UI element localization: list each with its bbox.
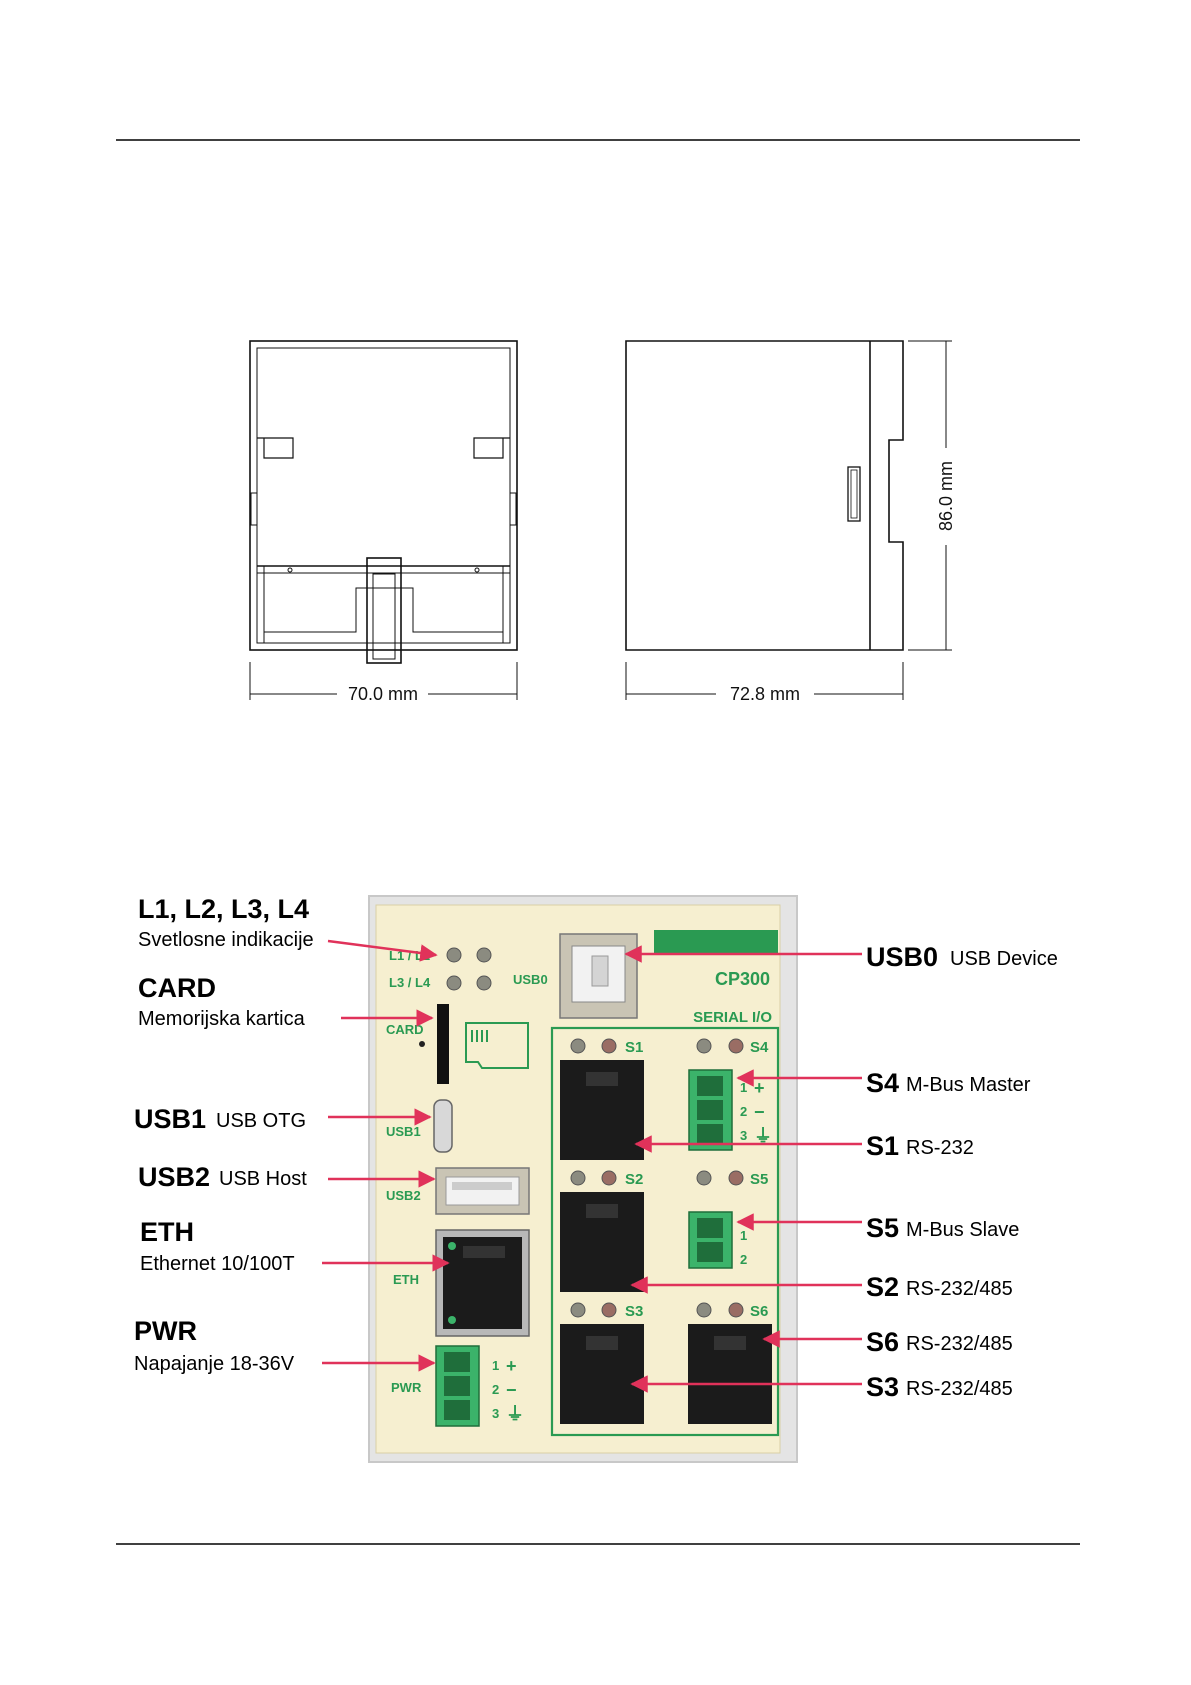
callout-leds-desc: Svetlosne indikacije — [138, 929, 314, 951]
callout-usb1-title: USB1 — [134, 1104, 206, 1134]
height-dimension — [908, 340, 952, 651]
s4-minus: − — [754, 1102, 765, 1122]
s1-led-a — [570, 1038, 586, 1054]
pwr-minus: − — [506, 1380, 517, 1400]
callout-card-desc: Memorijska kartica — [138, 1008, 306, 1030]
card-label: CARD — [386, 1022, 424, 1037]
callout-s3: S3 RS-232/485 — [630, 1372, 1013, 1402]
callout-usb2-desc: USB Host — [219, 1168, 307, 1190]
callout-usb2-title: USB2 — [138, 1162, 210, 1192]
front-width-label: 70.0 mm — [348, 684, 418, 704]
led-l3 — [446, 975, 462, 991]
callout-s3-desc: RS-232/485 — [906, 1378, 1013, 1400]
callout-usb2: USB2 USB Host — [138, 1162, 436, 1192]
s4-led-b — [728, 1038, 744, 1054]
front-width-dimension — [249, 662, 518, 700]
serial-io-label: SERIAL I/O — [693, 1009, 772, 1026]
callout-s6-desc: RS-232/485 — [906, 1333, 1013, 1355]
callout-pwr-title: PWR — [134, 1316, 197, 1346]
s6-led-b — [728, 1302, 744, 1318]
led-row2-label: L3 / L4 — [389, 975, 431, 990]
callout-leds: L1, L2, L3, L4 Svetlosne indikacije — [138, 894, 438, 962]
pwr-ground: ⏚ — [506, 1404, 524, 1424]
side-view-drawing — [625, 340, 904, 651]
s3-led-a — [570, 1302, 586, 1318]
side-width-dimension — [625, 662, 904, 700]
pwr-plus: + — [506, 1356, 517, 1376]
serial-io-frame — [550, 1026, 780, 1437]
s2-led-b — [601, 1170, 617, 1186]
s3-label: S3 — [625, 1303, 643, 1320]
s4-led-a — [696, 1038, 712, 1054]
side-width-label: 72.8 mm — [730, 684, 800, 704]
s1-led-b — [601, 1038, 617, 1054]
sd-card-icon — [465, 1022, 529, 1069]
callout-s4-desc: M-Bus Master — [906, 1074, 1031, 1096]
s4-pin1: 1 — [740, 1080, 747, 1095]
callout-s4-title: S4 — [866, 1068, 899, 1098]
callout-s6-title: S6 — [866, 1327, 899, 1357]
callout-eth-title: ETH — [140, 1217, 194, 1247]
callout-card-title: CARD — [138, 973, 216, 1003]
usb1-label: USB1 — [386, 1124, 421, 1139]
callout-eth-desc: Ethernet 10/100T — [140, 1253, 295, 1275]
callout-s1-desc: RS-232 — [906, 1137, 974, 1159]
s5-led-b — [728, 1170, 744, 1186]
callout-s4: S4 M-Bus Master — [736, 1068, 1031, 1098]
usb0-label: USB0 — [513, 972, 548, 987]
callout-s3-title: S3 — [866, 1372, 899, 1402]
s2-label: S2 — [625, 1171, 643, 1188]
device-cp300: CP300 SERIAL I/O L1 / L2 L3 / L4 USB0 CA… — [368, 895, 798, 1463]
callout-s6: S6 RS-232/485 — [762, 1327, 1013, 1357]
s4-plus: + — [754, 1078, 765, 1098]
eth-label: ETH — [393, 1272, 419, 1287]
s6-led-a — [696, 1302, 712, 1318]
callout-eth: ETH Ethernet 10/100T — [140, 1217, 450, 1275]
led-l2 — [476, 947, 492, 963]
s5-pin1: 1 — [740, 1228, 747, 1243]
s4-ground: ⏚ — [754, 1126, 772, 1146]
callout-s1-title: S1 — [866, 1131, 899, 1161]
s2-led-a — [570, 1170, 586, 1186]
callout-s2: S2 RS-232/485 — [630, 1272, 1013, 1302]
height-label: 86.0 mm — [936, 461, 956, 531]
s5-pin2: 2 — [740, 1252, 747, 1267]
callout-s1: S1 RS-232 — [634, 1131, 974, 1161]
callout-s2-title: S2 — [866, 1272, 899, 1302]
brand-bar — [654, 930, 778, 954]
callout-usb0-desc: USB Device — [950, 948, 1058, 970]
s4-pin3: 3 — [740, 1128, 747, 1143]
callout-s5-desc: M-Bus Slave — [906, 1219, 1019, 1241]
s1-label: S1 — [625, 1039, 643, 1056]
pwr-pin2: 2 — [492, 1382, 499, 1397]
callout-s5: S5 M-Bus Slave — [736, 1213, 1019, 1243]
led-l1 — [446, 947, 462, 963]
led-l4 — [476, 975, 492, 991]
usb1-port — [433, 1099, 453, 1153]
s4-pin2: 2 — [740, 1104, 747, 1119]
callout-usb0: USB0 USB Device — [624, 942, 1058, 972]
card-slot — [437, 1004, 449, 1084]
s5-label: S5 — [750, 1171, 768, 1188]
s3-led-b — [601, 1302, 617, 1318]
callout-pwr-desc: Napajanje 18-36V — [134, 1353, 295, 1375]
callout-usb1-desc: USB OTG — [216, 1110, 306, 1132]
s6-label: S6 — [750, 1303, 768, 1320]
callout-usb1: USB1 USB OTG — [134, 1104, 432, 1134]
callout-usb0-title: USB0 — [866, 942, 938, 972]
s4-label: S4 — [750, 1039, 769, 1056]
callout-pwr: PWR Napajanje 18-36V — [134, 1316, 436, 1375]
callout-s5-title: S5 — [866, 1213, 899, 1243]
callout-s2-desc: RS-232/485 — [906, 1278, 1013, 1300]
pwr-pin3: 3 — [492, 1406, 499, 1421]
pwr-pin1: 1 — [492, 1358, 499, 1373]
front-view-drawing — [249, 340, 518, 664]
callout-card: CARD Memorijska kartica — [138, 973, 434, 1030]
usb2-label: USB2 — [386, 1188, 421, 1203]
callout-leds-title: L1, L2, L3, L4 — [138, 894, 309, 924]
model-label: CP300 — [715, 969, 770, 989]
s5-led-a — [696, 1170, 712, 1186]
pwr-label: PWR — [391, 1380, 422, 1395]
